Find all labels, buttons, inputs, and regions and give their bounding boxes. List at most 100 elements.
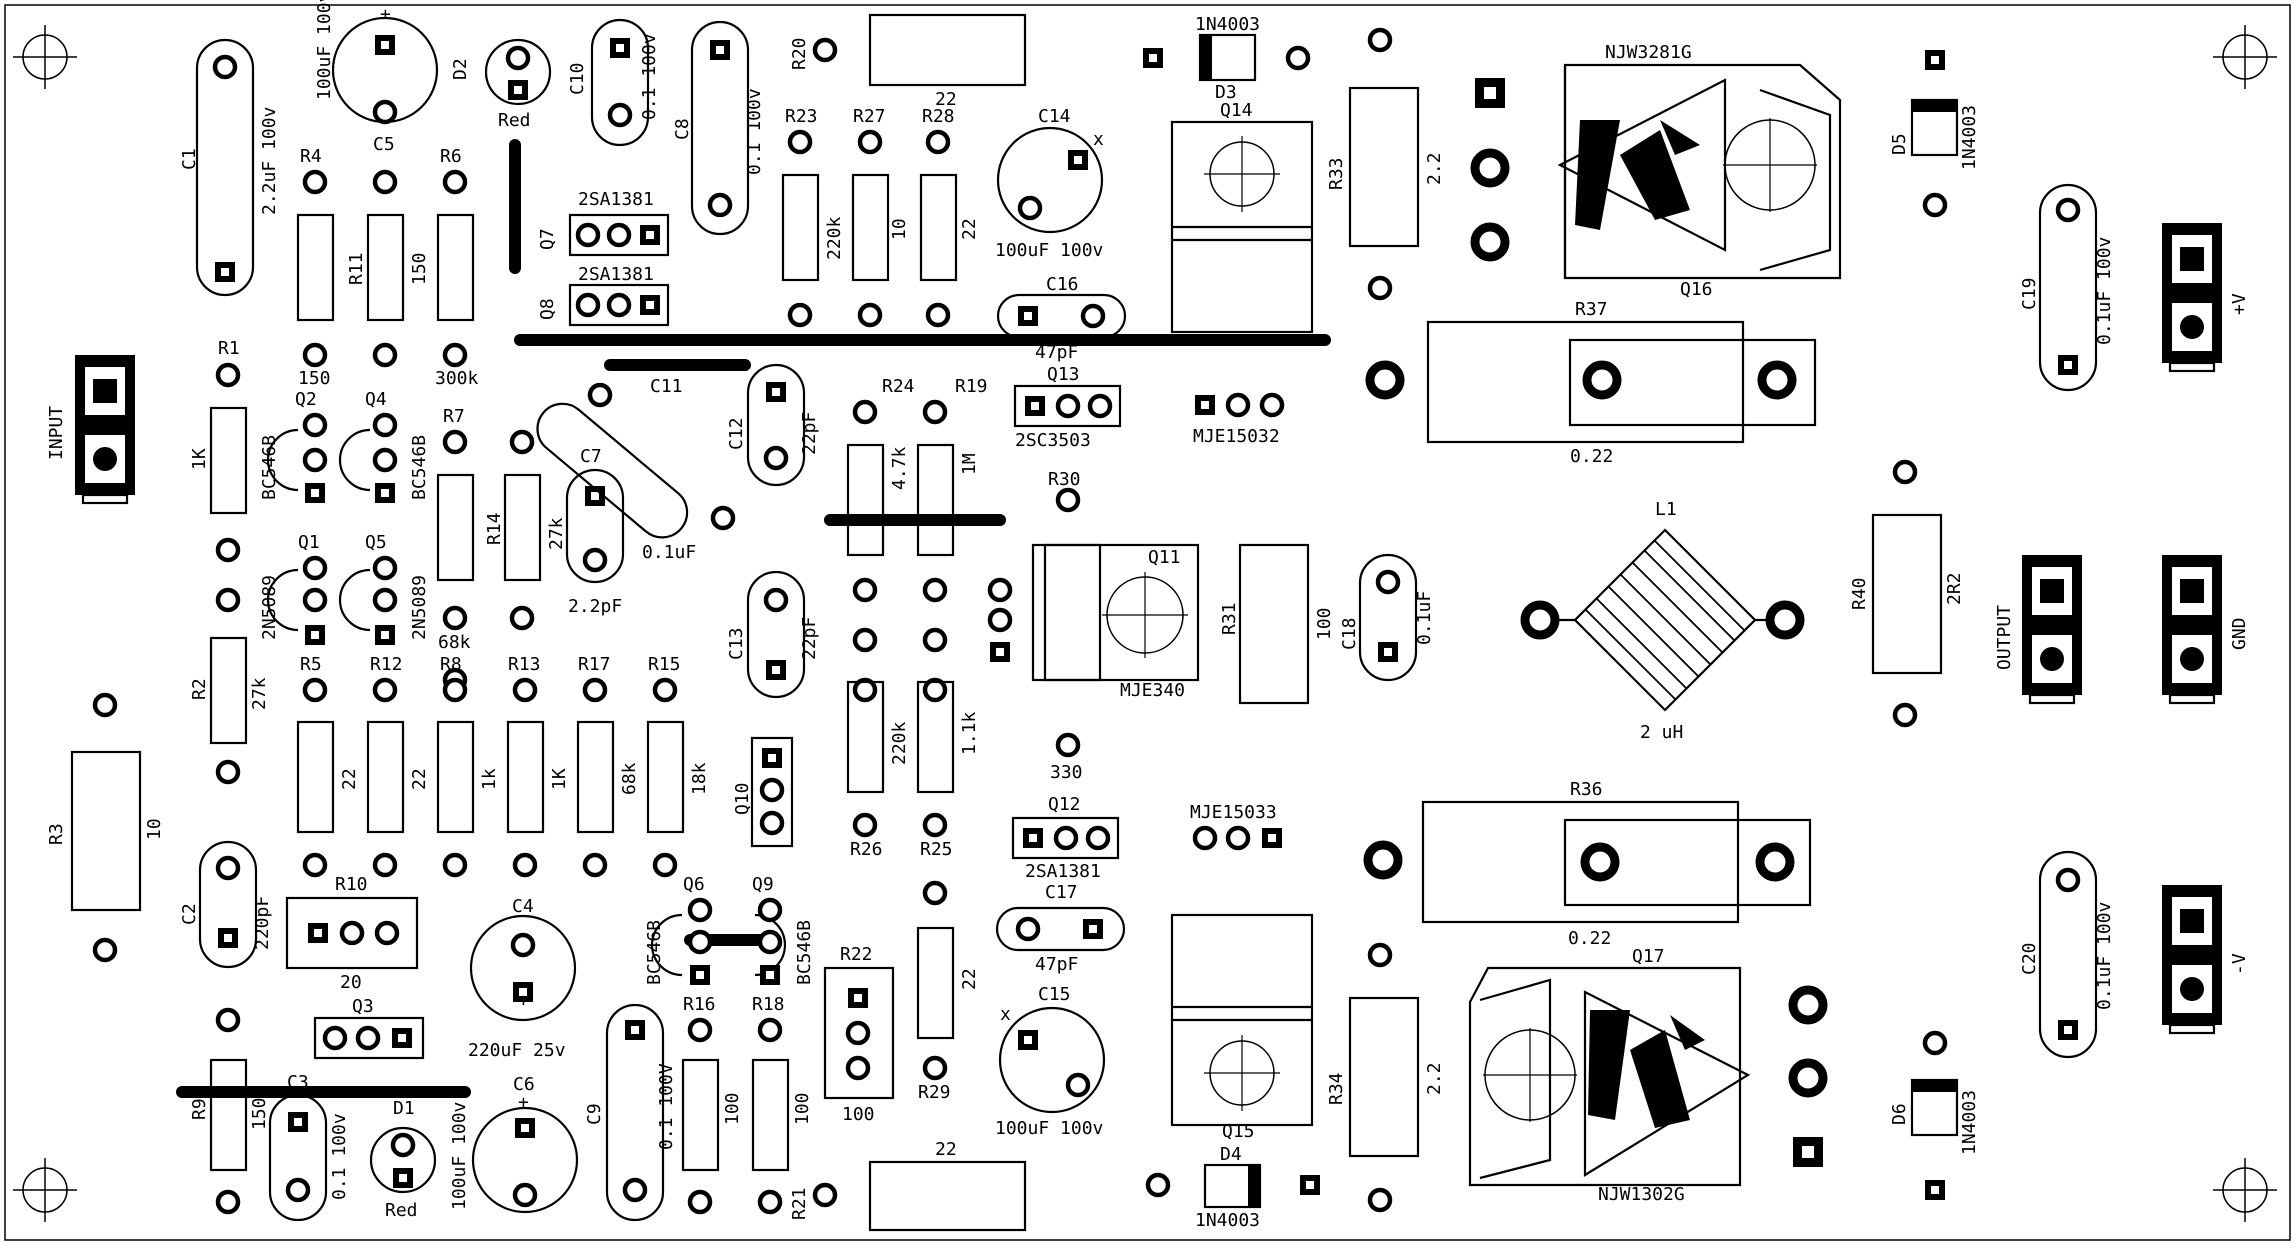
svg-text:D4: D4 bbox=[1220, 1144, 1242, 1165]
capacitor-c8: C8 0.1 100v bbox=[672, 20, 765, 236]
svg-text:R15: R15 bbox=[648, 654, 681, 675]
svg-text:Q17: Q17 bbox=[1632, 946, 1665, 967]
diode-d6: D6 1N4003 bbox=[1889, 1033, 1980, 1200]
svg-text:x: x bbox=[1000, 1004, 1011, 1025]
resistor-r26: 220k R26 bbox=[846, 680, 910, 860]
svg-text:R11: R11 bbox=[346, 252, 367, 285]
capacitor-c18: C18 0.1uF bbox=[1339, 553, 1435, 682]
svg-text:Q2: Q2 bbox=[295, 389, 317, 410]
svg-text:Q11: Q11 bbox=[1148, 547, 1181, 568]
resistor-r12: R12 22 bbox=[366, 654, 430, 875]
resistor-r29: 22 R29 bbox=[916, 883, 980, 1103]
svg-text:R34: R34 bbox=[1326, 1072, 1347, 1105]
svg-text:Q10: Q10 bbox=[732, 782, 753, 815]
resistor-r34: R34 2.2 bbox=[1326, 945, 1445, 1210]
svg-text:R37: R37 bbox=[1575, 299, 1608, 320]
transistor-q3: Q3 bbox=[313, 996, 425, 1060]
svg-text:R16: R16 bbox=[683, 994, 716, 1015]
svg-text:Q5: Q5 bbox=[365, 532, 387, 553]
terminal-input: INPUT bbox=[46, 353, 137, 505]
svg-text:C14: C14 bbox=[1038, 106, 1071, 127]
svg-text:C8: C8 bbox=[672, 118, 693, 140]
svg-text:C12: C12 bbox=[726, 417, 747, 450]
svg-text:150: 150 bbox=[249, 1097, 270, 1130]
svg-text:100: 100 bbox=[792, 1092, 813, 1125]
svg-text:C9: C9 bbox=[584, 1103, 605, 1125]
svg-text:R9: R9 bbox=[189, 1098, 210, 1120]
svg-text:C16: C16 bbox=[1046, 274, 1079, 295]
mje15033-pads: MJE15033 bbox=[1190, 802, 1282, 848]
svg-text:C10: C10 bbox=[567, 62, 588, 95]
svg-text:C11: C11 bbox=[650, 376, 683, 397]
svg-text:BC546B: BC546B bbox=[409, 435, 430, 500]
diode-d3: 1N4003 D3 bbox=[1143, 14, 1308, 103]
svg-text:R28: R28 bbox=[922, 106, 955, 127]
svg-text:BC546B: BC546B bbox=[794, 920, 815, 985]
svg-text:22: 22 bbox=[959, 968, 980, 990]
resistor-r36: R36 0.22 bbox=[1368, 779, 1812, 949]
resistor-r20: R20 22 bbox=[789, 13, 1027, 110]
svg-text:2N5089: 2N5089 bbox=[409, 575, 430, 640]
svg-text:C20: C20 bbox=[2019, 942, 2040, 975]
terminal-output: OUTPUT bbox=[1994, 553, 2084, 705]
resistor-r24: R24 4.7k bbox=[846, 376, 915, 600]
svg-text:+: + bbox=[518, 1092, 529, 1113]
trimmer-r22: R22 100 bbox=[823, 944, 895, 1125]
resistor-r33: R33 2.2 bbox=[1326, 30, 1445, 298]
resistor-r5: R5 22 bbox=[296, 654, 360, 875]
svg-text:NJW3281G: NJW3281G bbox=[1605, 42, 1692, 63]
svg-text:R27: R27 bbox=[853, 106, 886, 127]
svg-text:BC546B: BC546B bbox=[259, 435, 280, 500]
resistor-r18: 100 bbox=[751, 1020, 813, 1212]
r16-r18-labels: R16 R18 bbox=[683, 994, 785, 1015]
transistor-q5: Q5 2N5089 bbox=[338, 532, 430, 645]
svg-text:0.1uF 100v: 0.1uF 100v bbox=[2094, 237, 2115, 345]
svg-text:220uF 25v: 220uF 25v bbox=[468, 1040, 566, 1061]
svg-text:Q14: Q14 bbox=[1220, 100, 1253, 121]
svg-text:Q3: Q3 bbox=[352, 996, 374, 1017]
svg-text:27k: 27k bbox=[546, 517, 567, 550]
svg-text:R4: R4 bbox=[300, 146, 322, 167]
resistor-r28: R28 22 bbox=[919, 106, 980, 325]
terminal-gnd: GND bbox=[2160, 553, 2250, 705]
svg-text:R29: R29 bbox=[918, 1082, 951, 1103]
transistor-q9: Q9 BC546B bbox=[752, 874, 815, 985]
capacitor-c1: C1 2.2uF 100v bbox=[179, 38, 280, 297]
transistor-q15: Q15 bbox=[1170, 913, 1314, 1142]
resistor-r14: R14 27k bbox=[484, 432, 567, 628]
capacitor-c2: C2 220pF bbox=[179, 840, 273, 969]
capacitor-c16: C16 47pF bbox=[996, 274, 1127, 363]
svg-text:x: x bbox=[1093, 129, 1104, 150]
svg-text:Q9: Q9 bbox=[752, 874, 774, 895]
svg-text:0.1 100v: 0.1 100v bbox=[329, 1113, 350, 1200]
svg-text:0.1uF: 0.1uF bbox=[642, 542, 696, 563]
svg-text:R23: R23 bbox=[785, 106, 818, 127]
resistor-r8: R8 1k bbox=[436, 654, 500, 875]
svg-text:R14: R14 bbox=[484, 512, 505, 545]
svg-text:R1: R1 bbox=[218, 338, 240, 359]
svg-text:R12: R12 bbox=[370, 654, 403, 675]
svg-text:1N4003: 1N4003 bbox=[1195, 1210, 1260, 1231]
svg-text:1N4003: 1N4003 bbox=[1195, 14, 1260, 35]
resistor-r21: R21 22 bbox=[789, 1139, 1027, 1232]
resistor-r9: R9 150 bbox=[189, 1010, 270, 1212]
svg-text:MJE340: MJE340 bbox=[1120, 680, 1185, 701]
svg-text:C18: C18 bbox=[1339, 617, 1360, 650]
svg-text:C15: C15 bbox=[1038, 984, 1071, 1005]
svg-text:Red: Red bbox=[385, 1200, 418, 1221]
svg-text:10: 10 bbox=[889, 218, 910, 240]
svg-text:NJW1302G: NJW1302G bbox=[1598, 1184, 1685, 1205]
svg-text:R30: R30 bbox=[1048, 469, 1081, 490]
svg-text:2 uH: 2 uH bbox=[1640, 722, 1683, 743]
capacitor-c20: C20 0.1uF 100v bbox=[2019, 850, 2115, 1059]
led-d1: D1 Red bbox=[369, 1098, 437, 1221]
svg-text:MJE15033: MJE15033 bbox=[1190, 802, 1277, 823]
svg-text:1k: 1k bbox=[479, 768, 500, 790]
svg-text:1.1k: 1.1k bbox=[959, 711, 980, 755]
resistor-r13: R13 1K bbox=[506, 654, 570, 875]
svg-text:R40: R40 bbox=[1849, 577, 1870, 610]
resistor-r7: R7 68k bbox=[436, 406, 475, 653]
capacitor-c9: C9 0.1 100V bbox=[584, 1003, 677, 1222]
svg-text:R33: R33 bbox=[1326, 157, 1347, 190]
resistor-r15: R15 18k bbox=[646, 654, 710, 875]
